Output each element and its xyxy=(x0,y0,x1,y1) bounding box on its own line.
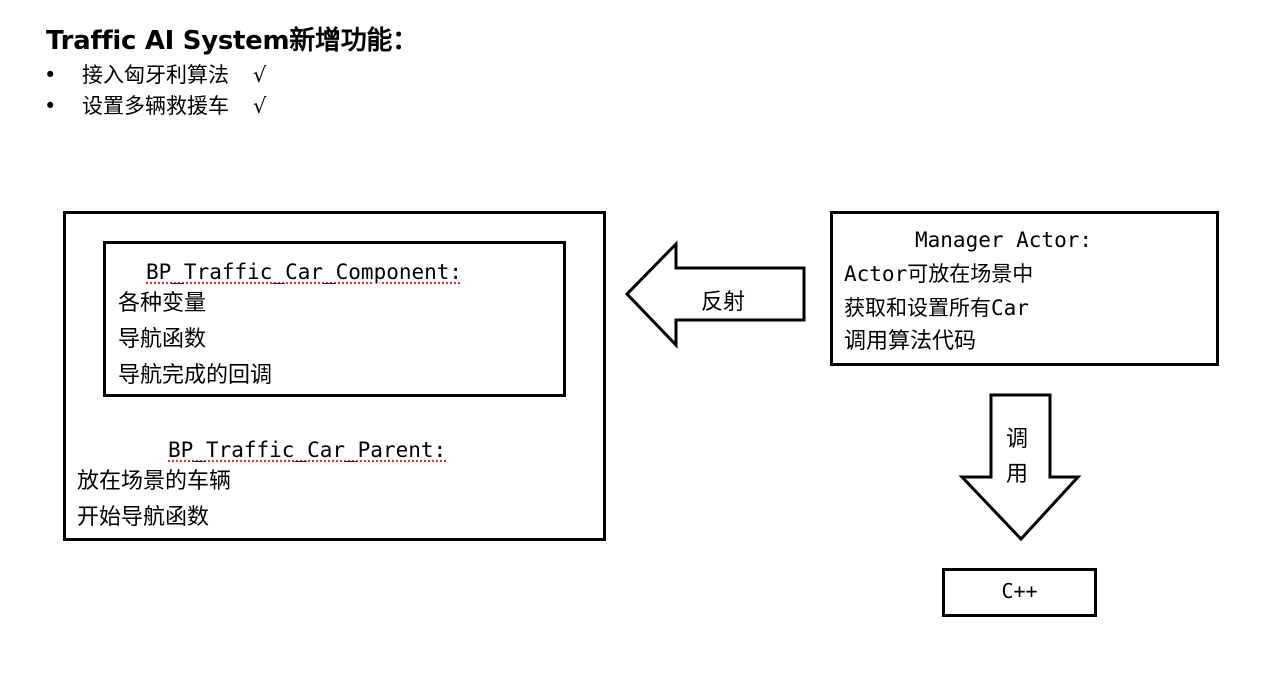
bullet-dot: • xyxy=(44,63,57,87)
component-box-title-text: BP_Traffic_Car_Component: xyxy=(146,260,463,284)
cpp-box-label: C++ xyxy=(1001,579,1038,603)
component-box-title: BP_Traffic_Car_Component: xyxy=(146,254,462,290)
call-arrow xyxy=(958,393,1082,542)
parent-box-line: 放在场景的车辆 xyxy=(77,469,232,494)
call-arrow-label: 调 xyxy=(1006,427,1029,452)
parent-box-line: 开始导航函数 xyxy=(77,505,210,530)
manager-actor-box: Manager Actor: Actor可放在场景中 获取和设置所有Car 调用… xyxy=(830,211,1219,366)
cpp-box: C++ xyxy=(942,568,1097,617)
feature-text: 设置多辆救援车 xyxy=(82,94,229,118)
checkmark-icon: √ xyxy=(253,94,267,118)
page-heading: Traffic AI System新增功能： xyxy=(46,26,418,56)
reflect-arrow xyxy=(624,240,806,349)
feature-item: • 设置多辆救援车 √ xyxy=(44,91,266,122)
manager-box-line: 获取和设置所有Car xyxy=(844,296,1029,320)
parent-box-title: BP_Traffic_Car_Parent: xyxy=(168,432,446,468)
manager-box-line: Actor可放在场景中 xyxy=(844,262,1034,286)
component-box-line: 导航函数 xyxy=(118,327,207,352)
reflect-arrow-label: 反射 xyxy=(701,290,746,315)
bullet-dot: • xyxy=(44,94,57,118)
parent-box-title-text: BP_Traffic_Car_Parent: xyxy=(168,438,447,462)
checkmark-icon: √ xyxy=(253,63,267,87)
manager-box-line: 调用算法代码 xyxy=(844,329,977,354)
component-blueprint-box: BP_Traffic_Car_Component: 各种变量 导航函数 导航完成… xyxy=(103,241,566,397)
feature-item: • 接入匈牙利算法 √ xyxy=(44,60,266,91)
call-arrow-label: 用 xyxy=(1006,462,1029,487)
feature-list: • 接入匈牙利算法 √ • 设置多辆救援车 √ xyxy=(44,60,266,122)
component-box-line: 各种变量 xyxy=(118,291,207,316)
manager-box-title: Manager Actor: xyxy=(915,228,1093,252)
component-box-line: 导航完成的回调 xyxy=(118,363,273,388)
feature-text: 接入匈牙利算法 xyxy=(82,63,229,87)
